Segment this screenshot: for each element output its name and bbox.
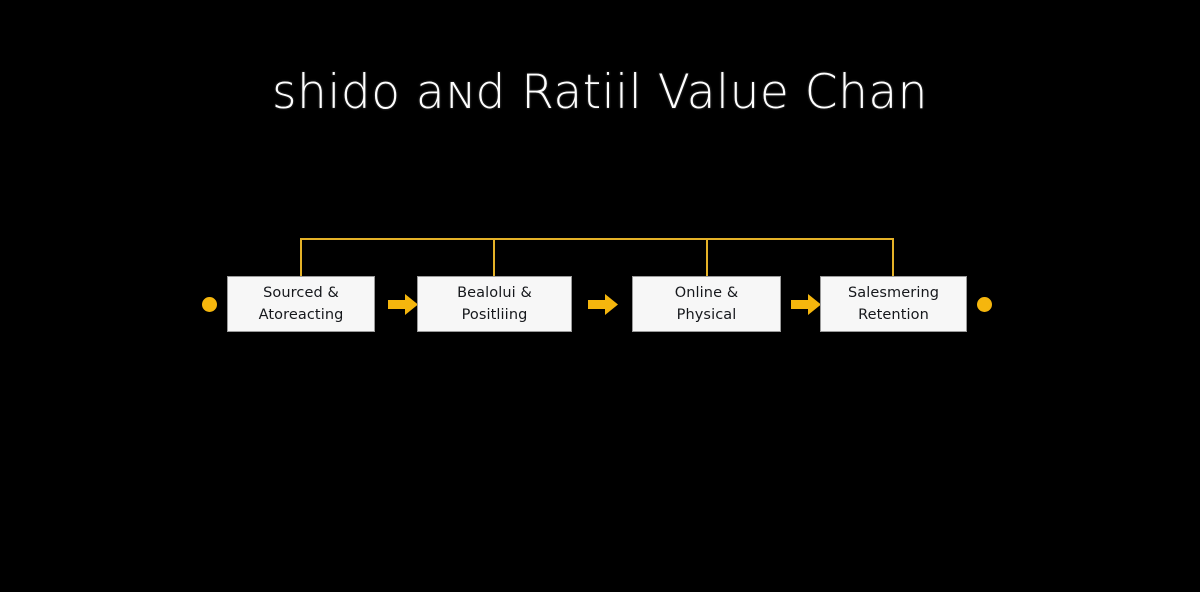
flow-node-3-line2: Physical <box>676 307 737 323</box>
flow-node-2-line2: Positliing <box>461 307 528 323</box>
connector-horizontal-bar <box>300 238 894 240</box>
connector-drop-3 <box>706 238 708 276</box>
right-arrow-icon-3 <box>791 294 821 315</box>
right-arrow-icon-1 <box>388 294 418 315</box>
flow-node-3-line1: Online & <box>674 285 739 301</box>
page-title: shido aɴd Ratiil Value Chan <box>272 65 928 120</box>
flow-node-2-line1: Bealolui & <box>457 285 532 301</box>
start-dot-icon <box>202 297 217 312</box>
flow-node-1-line1: Sourced & <box>263 285 339 301</box>
connector-drop-1 <box>300 238 302 276</box>
flow-node-1[interactable]: Sourced & Atoreacting <box>227 276 375 332</box>
connector-drop-4 <box>892 238 894 276</box>
flow-node-4-line2: Retention <box>858 307 929 323</box>
flow-node-4-line1: Salesmering <box>847 285 940 301</box>
end-dot-icon <box>977 297 992 312</box>
flow-node-3[interactable]: Online & Physical <box>632 276 781 332</box>
flow-node-1-line2: Atoreacting <box>258 307 344 323</box>
connector-drop-2 <box>493 238 495 276</box>
flow-node-4[interactable]: Salesmering Retention <box>820 276 967 332</box>
right-arrow-icon-2 <box>588 294 618 315</box>
flow-node-2[interactable]: Bealolui & Positliing <box>417 276 572 332</box>
